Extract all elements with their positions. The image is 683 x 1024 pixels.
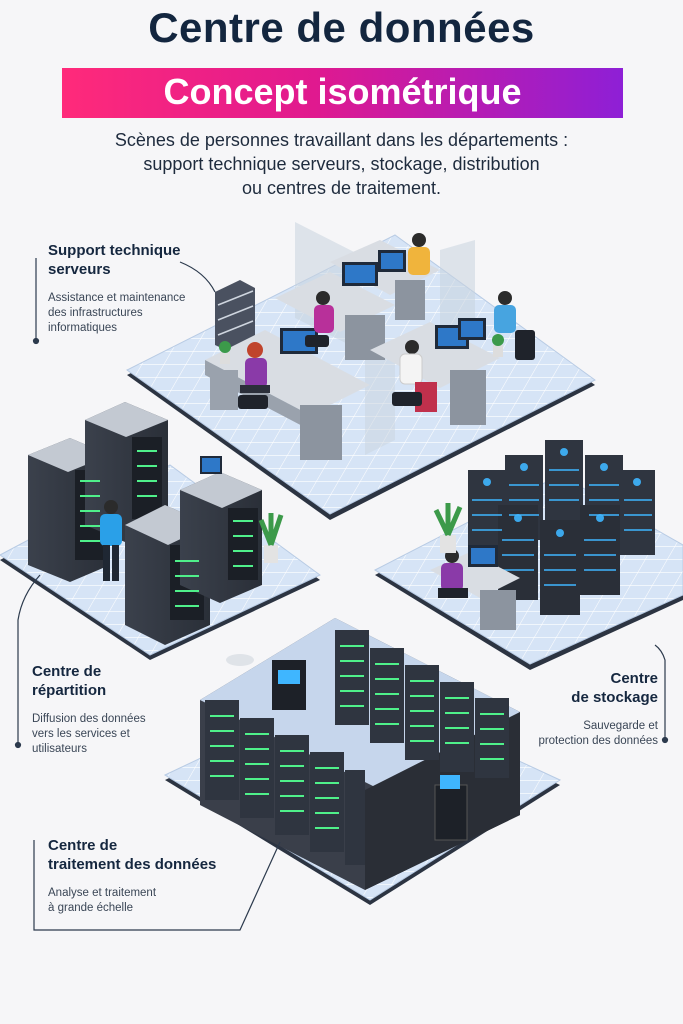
title-line: traitement des données bbox=[48, 856, 217, 873]
stockage-title: Centre de stockage bbox=[500, 669, 658, 707]
subtitle-line: ou centres de traitement. bbox=[241, 178, 442, 198]
desc-line: vers les services et bbox=[32, 728, 130, 740]
leader-lines bbox=[14, 258, 669, 931]
banner-text: Concept isométrique bbox=[163, 71, 522, 112]
server-rack-icon bbox=[180, 472, 262, 603]
server-leds bbox=[210, 645, 504, 829]
subtitle-line: support technique serveurs, stockage, di… bbox=[143, 154, 540, 174]
desc-line: protection des données bbox=[538, 735, 658, 747]
subtitle-line: Scènes de personnes travaillant dans les… bbox=[114, 130, 569, 150]
subtitle-banner: Concept isométrique bbox=[62, 68, 623, 118]
monitor-icon bbox=[200, 456, 222, 474]
repartition-title: Centre de répartition bbox=[32, 662, 212, 700]
support-title: Support technique serveurs bbox=[48, 241, 228, 279]
title-line: Centre de bbox=[48, 837, 118, 854]
desc-line: à grande échelle bbox=[48, 902, 134, 914]
shelf-icon bbox=[215, 280, 255, 352]
desc-line: Analyse et traitement bbox=[48, 887, 157, 899]
person-icon bbox=[494, 291, 516, 333]
desc-line: des infrastructures bbox=[48, 307, 143, 319]
repartition-scene bbox=[0, 402, 321, 660]
monitor-icon bbox=[342, 262, 378, 286]
desc-line: Assistance et maintenance bbox=[48, 292, 186, 304]
stockage-scene bbox=[373, 440, 683, 670]
person-icon bbox=[100, 500, 122, 581]
desk-icon bbox=[275, 272, 395, 360]
door-icon bbox=[434, 775, 468, 841]
monitor-icon bbox=[468, 545, 498, 567]
traitement-description: Analyse et traitement à grande échelle bbox=[48, 886, 278, 916]
title-line: répartition bbox=[32, 682, 107, 699]
person-icon bbox=[408, 233, 430, 275]
label-stockage: Centre de stockage Sauvegarde et protect… bbox=[500, 669, 658, 749]
title-line: Support technique bbox=[48, 242, 181, 259]
plant-icon bbox=[219, 341, 231, 364]
traitement-scene bbox=[163, 618, 562, 905]
desk-icon bbox=[205, 330, 370, 460]
desk-icon bbox=[370, 322, 500, 425]
desc-line: informatiques bbox=[48, 322, 118, 334]
desc-line: utilisateurs bbox=[32, 743, 87, 755]
traitement-title: Centre de traitement des données bbox=[48, 836, 278, 874]
plant-icon bbox=[492, 334, 504, 357]
label-support: Support technique serveurs Assistance et… bbox=[48, 241, 228, 336]
plant-icon bbox=[433, 503, 463, 553]
title-line: Centre de bbox=[32, 663, 102, 680]
person-icon bbox=[240, 342, 270, 393]
storage-racks bbox=[468, 440, 655, 615]
chair-icon bbox=[238, 330, 535, 409]
stockage-description: Sauvegarde et protection des données bbox=[500, 719, 658, 749]
page-subtitle: Scènes de personnes travaillant dans les… bbox=[40, 128, 643, 200]
title-line: serveurs bbox=[48, 261, 111, 278]
plant-icon bbox=[258, 513, 284, 563]
server-leds bbox=[80, 450, 253, 607]
repartition-description: Diffusion des données vers les services … bbox=[32, 712, 212, 757]
door-icon bbox=[272, 660, 306, 710]
page-title: Centre de données bbox=[148, 4, 535, 51]
label-traitement: Centre de traitement des données Analyse… bbox=[48, 836, 278, 916]
monitor-icon bbox=[458, 318, 486, 340]
monitor-icon bbox=[378, 250, 406, 272]
support-scene bbox=[126, 222, 596, 520]
person-icon bbox=[314, 291, 334, 333]
desc-line: Sauvegarde et bbox=[583, 720, 658, 732]
title-line: Centre bbox=[610, 670, 658, 687]
desc-line: Diffusion des données bbox=[32, 713, 146, 725]
support-description: Assistance et maintenance des infrastruc… bbox=[48, 291, 228, 336]
title-line: de stockage bbox=[571, 689, 658, 706]
label-repartition: Centre de répartition Diffusion des donn… bbox=[32, 662, 212, 757]
